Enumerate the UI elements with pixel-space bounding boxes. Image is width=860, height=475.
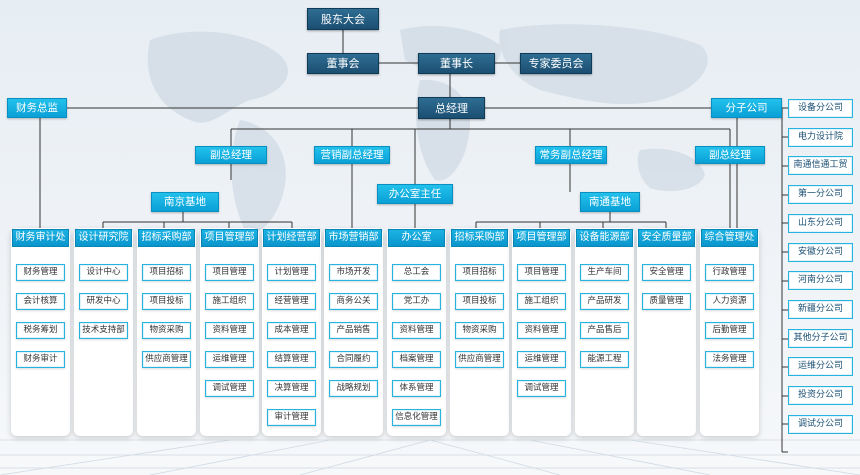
department-function-item: 调试管理	[517, 380, 566, 397]
department-function-item: 供应商管理	[142, 351, 191, 368]
vice-gm-right-box: 副总经理	[695, 146, 765, 164]
subsidiary-item: 调试分公司	[788, 414, 853, 434]
department-function-item: 体系管理	[392, 380, 441, 397]
department-function-item: 研发中心	[79, 293, 128, 310]
department-function-item: 行政管理	[705, 264, 754, 281]
department-function-item: 技术支持部	[79, 322, 128, 339]
department-function-item: 项目招标	[455, 264, 504, 281]
board-of-directors-box: 董事会	[307, 53, 379, 74]
department-function-item: 调试管理	[205, 380, 254, 397]
office-director-box: 办公室主任	[377, 184, 453, 204]
department-function-item: 后勤管理	[705, 322, 754, 339]
department-title: 办公室	[388, 229, 445, 247]
subsidiary-item: 设备分公司	[788, 99, 853, 118]
department-function-item: 运维管理	[205, 351, 254, 368]
department-function-item: 能源工程	[580, 351, 629, 368]
department-function-item: 信息化管理	[392, 409, 441, 426]
department-function-item: 经营管理	[267, 293, 316, 310]
department-function-item: 市场开发	[329, 264, 378, 281]
department-function-item: 产品销售	[329, 322, 378, 339]
department-function-item: 产品研发	[580, 293, 629, 310]
nanjing-base-box: 南京基地	[151, 192, 219, 212]
department-function-item: 合同履约	[329, 351, 378, 368]
chairman-box: 董事长	[418, 53, 495, 74]
department-function-item: 商务公关	[329, 293, 378, 310]
subsidiary-item: 运维分公司	[788, 357, 853, 377]
department-function-item: 施工组织	[517, 293, 566, 310]
department-function-item: 会计核算	[16, 293, 65, 310]
department-function-item: 结算管理	[267, 351, 316, 368]
finance-director-box: 财务总监	[7, 98, 67, 118]
department-function-item: 资料管理	[517, 322, 566, 339]
department-column-panel	[637, 228, 696, 436]
department-function-item: 施工组织	[205, 293, 254, 310]
department-function-item: 物资采购	[142, 322, 191, 339]
department-function-item: 设计中心	[79, 264, 128, 281]
executive-vice-gm-box: 常务副总经理	[535, 146, 607, 164]
subsidiary-item: 新疆分公司	[788, 299, 853, 319]
department-function-item: 安全管理	[642, 264, 691, 281]
expert-committee-box: 专家委员会	[520, 53, 592, 74]
nantong-base-box: 南通基地	[580, 192, 640, 212]
department-function-item: 战略规划	[329, 380, 378, 397]
department-title: 项目管理部	[201, 229, 258, 247]
department-function-item: 物资采购	[455, 322, 504, 339]
department-function-item: 资料管理	[392, 322, 441, 339]
department-title: 招标采购部	[451, 229, 508, 247]
department-function-item: 产品售后	[580, 322, 629, 339]
department-function-item: 党工办	[392, 293, 441, 310]
department-title: 计划经营部	[263, 229, 320, 247]
subsidiary-item: 第一分公司	[788, 185, 853, 205]
department-function-item: 运维管理	[517, 351, 566, 368]
subsidiary-item: 山东分公司	[788, 213, 853, 233]
department-function-item: 资料管理	[205, 322, 254, 339]
department-function-item: 税务筹划	[16, 322, 65, 339]
department-function-item: 供应商管理	[455, 351, 504, 368]
shareholders-meeting-box: 股东大会	[307, 8, 379, 30]
subsidiary-item: 安徽分公司	[788, 242, 853, 262]
department-function-item: 法务管理	[705, 351, 754, 368]
department-function-item: 项目投标	[142, 293, 191, 310]
department-function-item: 人力资源	[705, 293, 754, 310]
department-function-item: 项目投标	[455, 293, 504, 310]
department-function-item: 审计管理	[267, 409, 316, 426]
subsidiary-item: 投资分公司	[788, 386, 853, 405]
department-title: 安全质量部	[638, 229, 695, 247]
subsidiary-item: 河南分公司	[788, 271, 853, 291]
general-manager-box: 总经理	[418, 97, 485, 119]
department-title: 招标采购部	[138, 229, 195, 247]
subsidiary-item: 南通信通工贸	[788, 156, 853, 176]
subsidiaries-box: 分子公司	[711, 98, 782, 118]
subsidiary-item: 其他分子公司	[788, 328, 853, 348]
subsidiary-item: 电力设计院	[788, 127, 853, 147]
marketing-vice-gm-box: 营销副总经理	[314, 146, 390, 164]
department-function-item: 项目管理	[517, 264, 566, 281]
department-function-item: 项目招标	[142, 264, 191, 281]
department-function-item: 成本管理	[267, 322, 316, 339]
department-function-item: 财务管理	[16, 264, 65, 281]
department-function-item: 计划管理	[267, 264, 316, 281]
department-function-item: 总工会	[392, 264, 441, 281]
department-function-item: 项目管理	[205, 264, 254, 281]
department-title: 综合管理处	[701, 229, 758, 247]
department-title: 市场营销部	[325, 229, 382, 247]
department-function-item: 决算管理	[267, 380, 316, 397]
department-function-item: 质量管理	[642, 293, 691, 310]
department-title: 设备能源部	[576, 229, 633, 247]
department-title: 财务审计处	[12, 229, 69, 247]
department-title: 设计研究院	[75, 229, 132, 247]
department-function-item: 生产车间	[580, 264, 629, 281]
department-function-item: 财务审计	[16, 351, 65, 368]
vice-gm-left-box: 副总经理	[195, 146, 267, 164]
department-function-item: 档案管理	[392, 351, 441, 368]
department-title: 项目管理部	[513, 229, 570, 247]
